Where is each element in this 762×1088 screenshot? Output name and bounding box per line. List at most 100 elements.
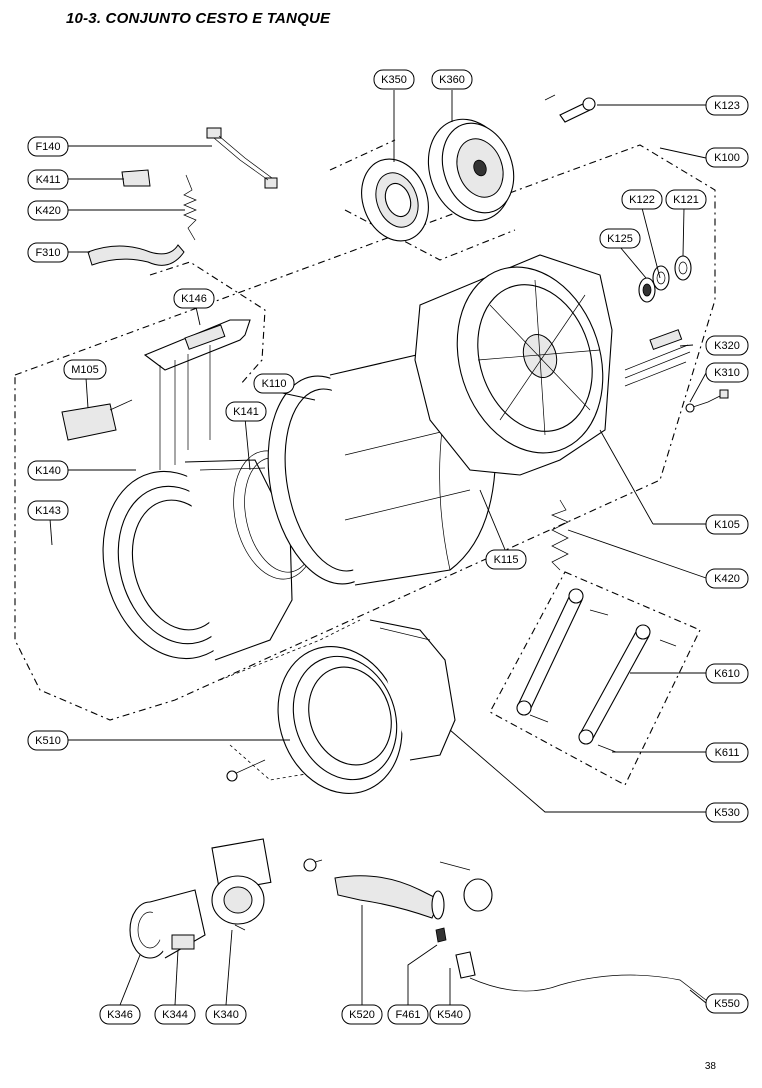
svg-text:K346: K346 xyxy=(107,1009,133,1021)
callout-k122: K122 xyxy=(621,189,663,210)
bearing-k125 xyxy=(638,277,656,303)
gasket-k530 xyxy=(369,619,456,761)
callout-k344: K344 xyxy=(154,1004,196,1025)
drum-k110 xyxy=(267,344,497,586)
callout-k510: K510 xyxy=(27,730,69,751)
hose-f310 xyxy=(87,244,185,266)
svg-text:K122: K122 xyxy=(629,194,655,206)
bracket-m105 xyxy=(61,399,133,441)
sensor-k540 xyxy=(455,951,476,979)
svg-text:K340: K340 xyxy=(213,1009,239,1021)
callout-k125: K125 xyxy=(599,228,641,249)
svg-text:K310: K310 xyxy=(714,367,740,379)
callout-k350: K350 xyxy=(373,69,415,90)
clip-k411 xyxy=(121,169,151,187)
shock-absorber-left xyxy=(516,588,609,723)
front-tub-k140 xyxy=(102,459,293,661)
rear-tub-k105 xyxy=(414,254,613,476)
callout-k105: K105 xyxy=(705,514,749,535)
callout-f140: F140 xyxy=(27,136,69,157)
shock-absorber-boundary xyxy=(489,571,701,786)
wire-k550 xyxy=(469,974,707,1001)
bearing-k122 xyxy=(652,265,670,291)
svg-text:K610: K610 xyxy=(714,668,740,680)
callout-k420-top: K420 xyxy=(27,200,69,221)
callout-k420-right: K420 xyxy=(705,568,749,589)
svg-text:K100: K100 xyxy=(714,152,740,164)
svg-text:F140: F140 xyxy=(35,141,60,153)
callout-k540: K540 xyxy=(429,1004,471,1025)
svg-text:K143: K143 xyxy=(35,505,61,517)
shock-absorber-right xyxy=(578,624,677,753)
callout-k611: K611 xyxy=(705,742,749,763)
svg-text:K125: K125 xyxy=(607,233,633,245)
svg-text:K540: K540 xyxy=(437,1009,463,1021)
callout-k520: K520 xyxy=(341,1004,383,1025)
heater-k320 xyxy=(624,329,691,387)
pulley-bolt xyxy=(544,94,596,123)
svg-text:K611: K611 xyxy=(715,747,740,759)
svg-text:K350: K350 xyxy=(381,74,407,86)
callout-m105: M105 xyxy=(63,359,107,380)
bearing-k121 xyxy=(674,255,692,281)
svg-text:K320: K320 xyxy=(714,340,740,352)
pulley-part xyxy=(427,118,515,222)
pump-motor-k340 xyxy=(211,838,272,931)
leader-lines xyxy=(49,90,707,1006)
spring-k420-top xyxy=(183,174,197,241)
wire-harness-f140 xyxy=(206,127,278,189)
svg-text:K140: K140 xyxy=(35,465,61,477)
spring-k420-right xyxy=(551,499,569,571)
svg-text:K146: K146 xyxy=(181,293,207,305)
svg-text:K550: K550 xyxy=(714,998,740,1010)
callout-f310: F310 xyxy=(27,242,69,263)
svg-text:K530: K530 xyxy=(714,807,740,819)
callout-k360: K360 xyxy=(431,69,473,90)
hose-k520 xyxy=(303,858,445,920)
tub-cover-k146 xyxy=(143,319,251,470)
callout-k411: K411 xyxy=(27,169,69,190)
callout-k550: K550 xyxy=(705,993,749,1014)
svg-text:K510: K510 xyxy=(35,735,61,747)
callout-k141: K141 xyxy=(225,401,267,422)
screw-front xyxy=(226,759,266,782)
hub-part xyxy=(361,158,429,242)
page-number: 38 xyxy=(704,1061,716,1072)
clamp-k520 xyxy=(439,861,493,912)
callout-k146: K146 xyxy=(173,288,215,309)
callout-k140: K140 xyxy=(27,460,69,481)
svg-text:K420: K420 xyxy=(35,205,61,217)
callout-k121: K121 xyxy=(665,189,707,210)
callout-k143: K143 xyxy=(27,500,69,521)
svg-text:K344: K344 xyxy=(162,1009,188,1021)
svg-text:M105: M105 xyxy=(71,364,99,376)
callout-k346: K346 xyxy=(99,1004,141,1025)
callout-k610: K610 xyxy=(705,663,749,684)
callout-k100: K100 xyxy=(705,147,749,168)
svg-text:K105: K105 xyxy=(714,519,740,531)
callout-f461: F461 xyxy=(387,1004,429,1025)
thermistor-k310 xyxy=(685,389,729,413)
callout-k123: K123 xyxy=(705,95,749,116)
svg-text:K115: K115 xyxy=(494,554,519,566)
callout-k115: K115 xyxy=(485,549,527,570)
svg-text:K520: K520 xyxy=(349,1009,375,1021)
door-gasket-k510 xyxy=(277,646,403,794)
pump-k344 xyxy=(171,934,195,950)
svg-text:F310: F310 xyxy=(35,247,60,259)
svg-text:F461: F461 xyxy=(395,1009,420,1021)
svg-text:K360: K360 xyxy=(439,74,465,86)
callout-k110: K110 xyxy=(253,373,295,394)
svg-text:K110: K110 xyxy=(262,378,287,390)
svg-text:K411: K411 xyxy=(36,174,61,186)
svg-text:K121: K121 xyxy=(673,194,699,206)
callout-k310: K310 xyxy=(705,362,749,383)
svg-text:K420: K420 xyxy=(714,573,740,585)
callout-k340: K340 xyxy=(205,1004,247,1025)
callout-k530: K530 xyxy=(705,802,749,823)
callout-k320: K320 xyxy=(705,335,749,356)
sensor-f461 xyxy=(435,927,447,943)
page-title: 10-3. CONJUNTO CESTO E TANQUE xyxy=(66,10,331,27)
